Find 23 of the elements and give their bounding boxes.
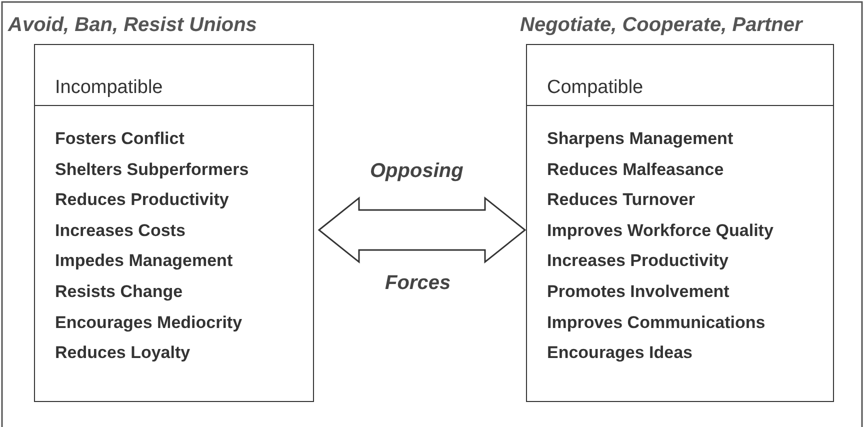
list-item: Fosters Conflict [55, 129, 184, 149]
list-item: Reduces Productivity [55, 190, 229, 210]
list-item: Increases Productivity [547, 251, 728, 272]
list-item: Sharpens Management [547, 129, 734, 149]
list-item: Shelters Subperformers [55, 160, 249, 180]
group-heading: Avoid, Ban, Resist Unions [8, 14, 257, 37]
arrow-caption: Forces [385, 272, 451, 295]
list-item: Encourages Ideas [547, 343, 693, 364]
panel-heading: Incompatible [55, 77, 163, 99]
list-item: Improves Workforce Quality [547, 220, 774, 241]
panel-heading: Compatible [547, 77, 644, 99]
list-item: Reduces Loyalty [55, 343, 190, 364]
list-item: Promotes Involvement [547, 282, 730, 302]
list-item: Impedes Management [55, 251, 233, 272]
double-block-arrow [318, 196, 526, 264]
group-heading: Negotiate, Cooperate, Partner [520, 14, 802, 37]
list-item: Improves Communications [547, 312, 766, 333]
list-item: Reduces Turnover [547, 190, 696, 210]
arrow-caption: Opposing [370, 160, 464, 183]
list-item: Encourages Mediocrity [55, 312, 242, 333]
list-item: Resists Change [55, 282, 183, 302]
list-item: Reduces Malfeasance [547, 160, 724, 180]
list-item: Increases Costs [55, 220, 186, 241]
